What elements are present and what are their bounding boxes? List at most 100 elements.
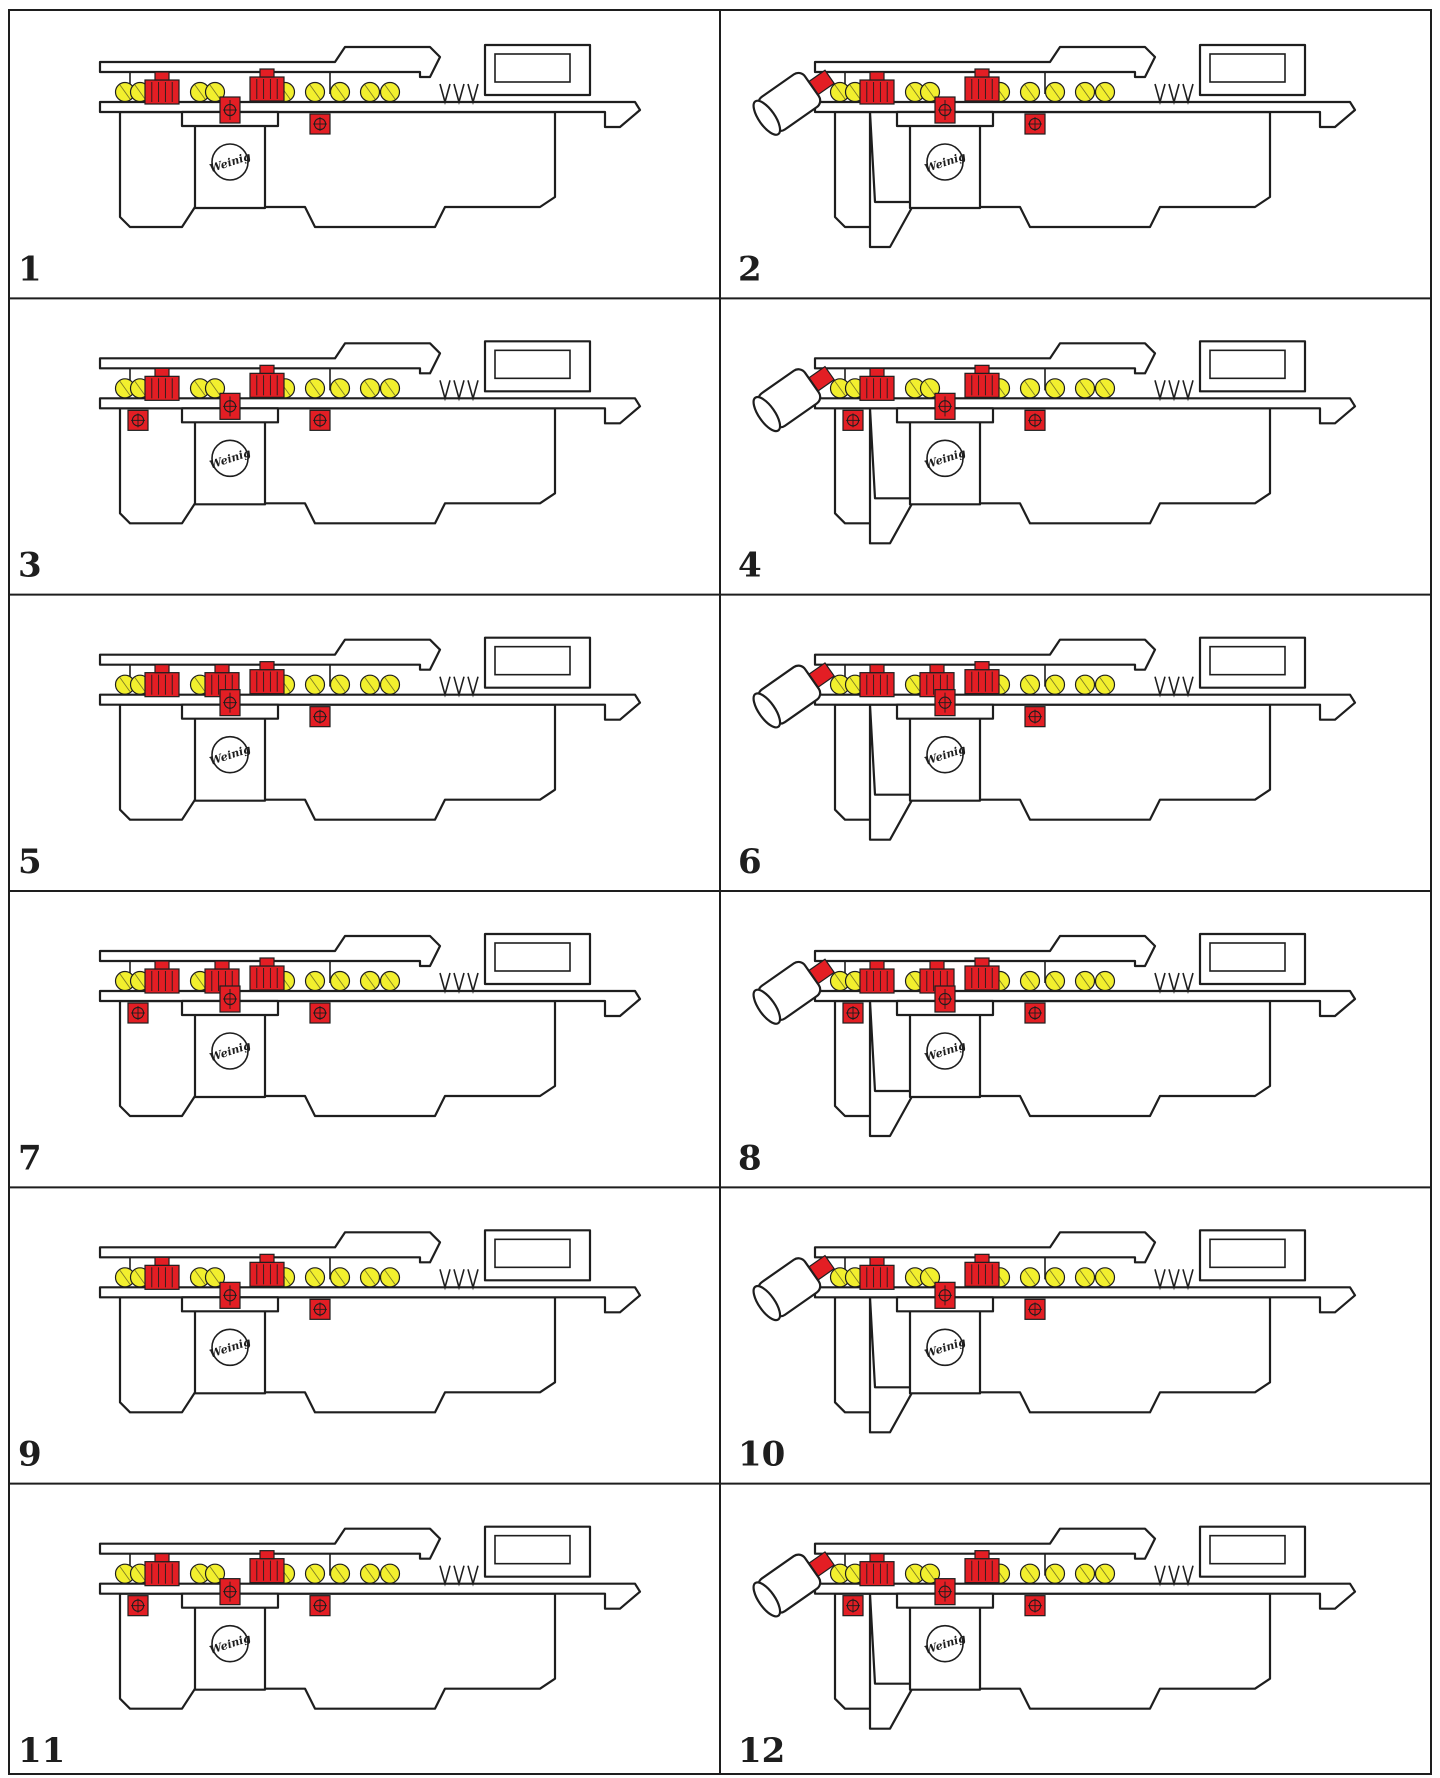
top-spindle-1	[859, 664, 895, 698]
control-cabinet	[1198, 1229, 1307, 1282]
motor-icon	[752, 1257, 822, 1322]
machine-drawing: Weinig	[98, 1525, 642, 1710]
machine-left-leg	[868, 1592, 917, 1730]
tool-holder-icon	[1154, 972, 1166, 994]
tool-holder-icon	[453, 1269, 465, 1291]
front-tall-spindle	[934, 1281, 956, 1309]
machine-drawing: Weinig	[98, 932, 642, 1118]
panel-number: 8	[738, 1138, 762, 1178]
top-spindle-1	[859, 367, 895, 401]
right-low-spindle	[309, 1595, 331, 1617]
top-spindle-1	[859, 960, 895, 994]
machine-left-leg	[868, 407, 917, 545]
top-spindle-2	[964, 1550, 1000, 1584]
control-cabinet	[483, 1229, 592, 1282]
right-low-spindle	[1024, 113, 1046, 135]
weinig-logo-icon	[211, 1328, 249, 1367]
machine-base	[118, 1592, 557, 1710]
motor-icon	[752, 960, 822, 1025]
machine-drawing: Weinig	[98, 43, 642, 229]
front-tall-spindle	[934, 392, 956, 420]
tool-holder-icon	[1168, 1269, 1180, 1291]
tool-holder-icon	[467, 83, 479, 105]
control-cabinet	[483, 932, 592, 986]
top-spindle-1	[144, 1256, 180, 1290]
control-screen	[494, 1238, 571, 1269]
tool-holder-icon	[439, 83, 451, 105]
front-tall-spindle	[219, 96, 241, 124]
weinig-logo-icon	[926, 1328, 964, 1367]
machine-left-leg	[868, 1296, 917, 1434]
logo-pedestal	[193, 1304, 267, 1395]
tool-holder-icon	[1154, 380, 1166, 402]
weinig-logo-icon	[211, 143, 249, 181]
control-cabinet	[483, 636, 592, 689]
left-low-spindle	[127, 409, 149, 431]
top-spindle-2	[964, 364, 1000, 398]
right-low-spindle	[309, 1298, 331, 1320]
panel-11: Weinig 11	[18, 1525, 642, 1771]
weinig-logo-icon	[211, 735, 249, 774]
tool-holder-icon	[467, 380, 479, 402]
machine-drawing: Weinig	[752, 932, 1357, 1138]
machine-left-leg	[868, 110, 917, 249]
weinig-logo-icon	[926, 1624, 964, 1663]
tool-holder-icon	[1168, 83, 1180, 105]
weinig-logo-icon	[926, 735, 964, 774]
left-low-spindle	[127, 1595, 149, 1617]
tool-holder-icon	[467, 972, 479, 994]
tool-holder-icon	[1168, 676, 1180, 698]
tool-holder-icon	[453, 380, 465, 402]
front-tall-spindle	[934, 1578, 956, 1606]
control-screen	[1209, 1534, 1286, 1565]
top-spindle-2	[964, 661, 1000, 695]
control-cabinet	[1198, 636, 1307, 689]
tool-holder-icon	[453, 1565, 465, 1587]
machine-left-leg	[868, 703, 917, 841]
top-spindle-2	[249, 1550, 285, 1584]
left-low-spindle	[842, 1595, 864, 1617]
control-cabinet	[483, 43, 592, 97]
tool-holder-icon	[1182, 380, 1194, 402]
machine-drawing: Weinig	[98, 1229, 642, 1414]
control-screen	[1209, 349, 1286, 380]
top-spindle-2	[964, 957, 1000, 991]
tool-holder-icon	[467, 1269, 479, 1291]
tool-holder-icon	[1182, 1565, 1194, 1587]
front-tall-spindle	[219, 392, 241, 420]
top-spindle-2	[249, 1253, 285, 1287]
front-tall-spindle	[219, 1578, 241, 1606]
control-cabinet	[1198, 340, 1307, 393]
top-spindle-2	[964, 68, 1000, 102]
top-spindle-2	[249, 661, 285, 695]
motor-icon	[752, 368, 822, 433]
machine-left-leg	[868, 999, 917, 1138]
control-screen	[1209, 53, 1286, 83]
top-spindle-1	[144, 367, 180, 401]
tool-holder-icon	[453, 676, 465, 698]
right-low-spindle	[1024, 706, 1046, 728]
right-low-spindle	[309, 706, 331, 728]
machine-base	[118, 703, 557, 821]
tool-holder-icon	[1154, 1269, 1166, 1291]
panel-number: 11	[18, 1731, 65, 1771]
top-spindle-1	[859, 1553, 895, 1587]
top-spindle-1	[144, 71, 180, 105]
tool-holder-icon	[467, 1565, 479, 1587]
top-spindle-2	[249, 68, 285, 102]
panel-number: 12	[738, 1731, 785, 1771]
left-low-spindle	[842, 1002, 864, 1024]
weinig-logo-icon	[926, 143, 964, 181]
top-spindle-1	[144, 1553, 180, 1587]
machine-base	[118, 1296, 557, 1414]
tool-holder-icon	[1168, 1565, 1180, 1587]
tool-holder-icon	[1168, 972, 1180, 994]
top-spindle-1	[144, 664, 180, 698]
right-low-spindle	[309, 1002, 331, 1024]
